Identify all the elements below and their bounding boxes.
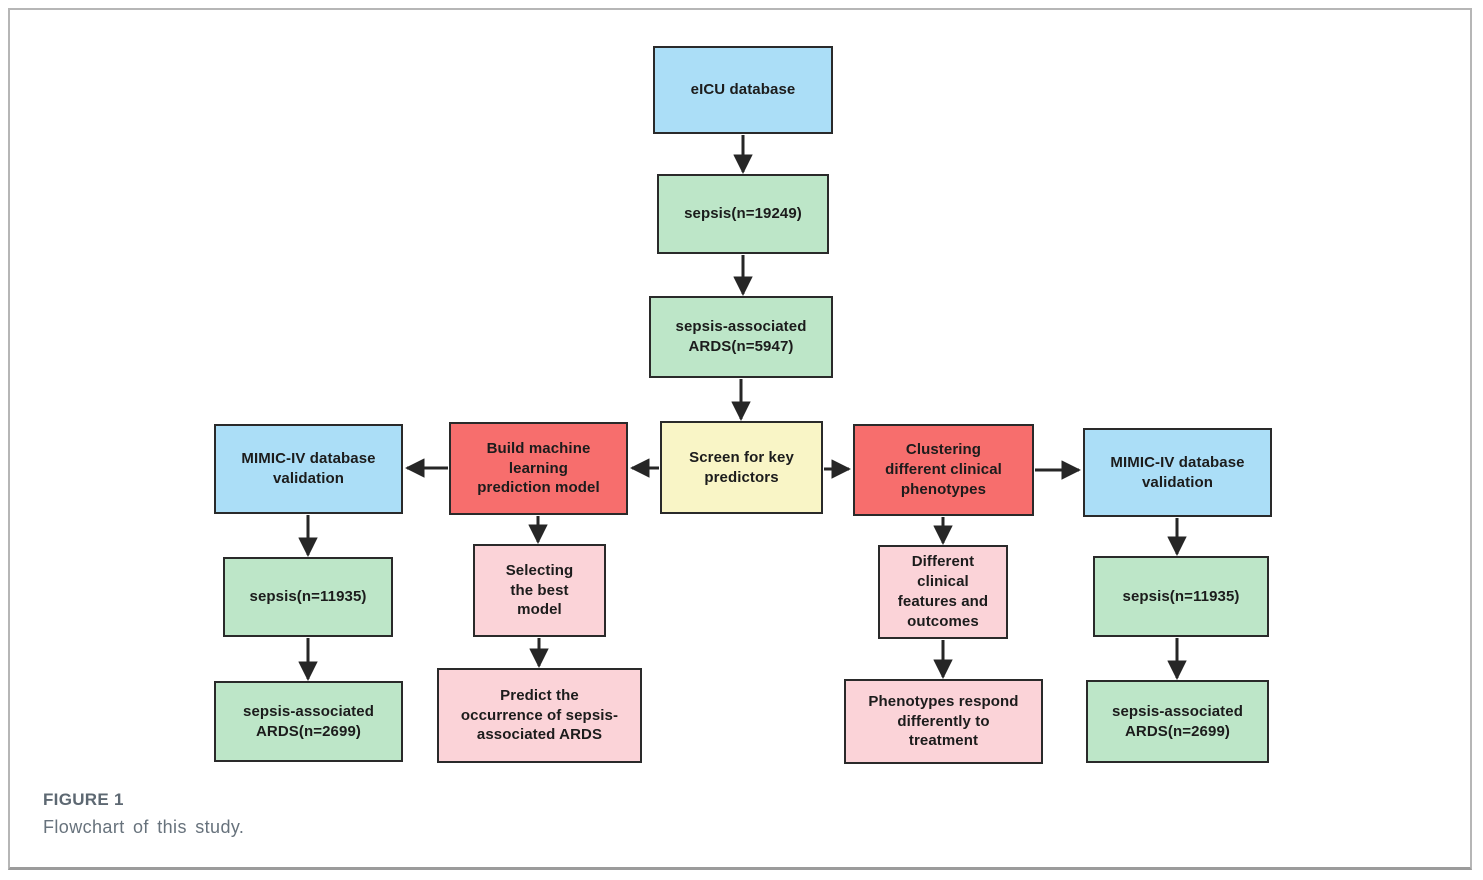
node-build-ml-model: Build machine learning prediction model (449, 422, 628, 515)
node-sepsis-ards-mimic-right: sepsis-associated ARDS(n=2699) (1086, 680, 1269, 763)
node-eicu-database: eICU database (653, 46, 833, 134)
node-sepsis-mimic-right: sepsis(n=11935) (1093, 556, 1269, 637)
figure-caption-label: FIGURE 1 (43, 790, 124, 809)
node-clustering-phenotypes: Clustering different clinical phenotypes (853, 424, 1034, 516)
node-sepsis-eicu: sepsis(n=19249) (657, 174, 829, 254)
node-sepsis-ards-eicu: sepsis-associated ARDS(n=5947) (649, 296, 833, 378)
node-sepsis-ards-mimic-left: sepsis-associated ARDS(n=2699) (214, 681, 403, 762)
node-mimic-validation-right: MIMIC-IV database validation (1083, 428, 1272, 517)
figure-caption-text: Flowchart of this study. (43, 817, 245, 837)
node-selecting-best-model: Selecting the best model (473, 544, 606, 637)
node-mimic-validation-left: MIMIC-IV database validation (214, 424, 403, 514)
node-predict-occurrence: Predict the occurrence of sepsis- associ… (437, 668, 642, 763)
node-phenotypes-respond: Phenotypes respond differently to treatm… (844, 679, 1043, 764)
node-different-features: Different clinical features and outcomes (878, 545, 1008, 639)
node-screen-key-predictors: Screen for key predictors (660, 421, 823, 514)
node-sepsis-mimic-left: sepsis(n=11935) (223, 557, 393, 637)
